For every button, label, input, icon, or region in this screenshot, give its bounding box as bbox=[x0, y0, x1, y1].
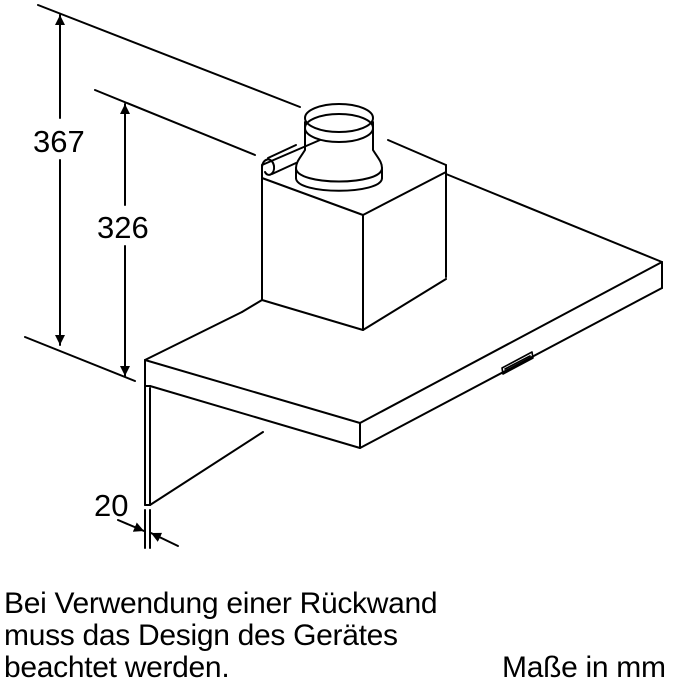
dimension-label-20: 20 bbox=[94, 488, 128, 523]
note-line: Bei Verwendung einer Rückwand bbox=[4, 587, 438, 620]
extension-line-top-367 bbox=[37, 4, 301, 108]
dimension-367 bbox=[24, 4, 301, 382]
control-panel bbox=[501, 351, 534, 375]
dimension-label-326: 326 bbox=[97, 210, 149, 245]
exhaust-collar bbox=[295, 103, 383, 192]
dimension-label-367: 367 bbox=[33, 124, 85, 159]
dimension-20 bbox=[117, 509, 179, 549]
note-line: beachtet werden. bbox=[4, 651, 230, 684]
chimney-box bbox=[241, 139, 447, 331]
dimension-arrow-left-20 bbox=[117, 519, 145, 532]
wall-bracket bbox=[144, 385, 264, 506]
dimension-arrow-right-20 bbox=[150, 532, 179, 547]
extension-line-top-326 bbox=[94, 89, 256, 156]
installation-note: Bei Verwendung einer Rückwand muss das D… bbox=[4, 587, 438, 684]
hood-canopy bbox=[144, 173, 663, 449]
note-line: muss das Design des Gerätes bbox=[4, 619, 398, 652]
extension-line-bottom-367 bbox=[24, 336, 136, 382]
dimension-326 bbox=[94, 89, 256, 377]
units-label: Maße in mm bbox=[502, 651, 666, 684]
